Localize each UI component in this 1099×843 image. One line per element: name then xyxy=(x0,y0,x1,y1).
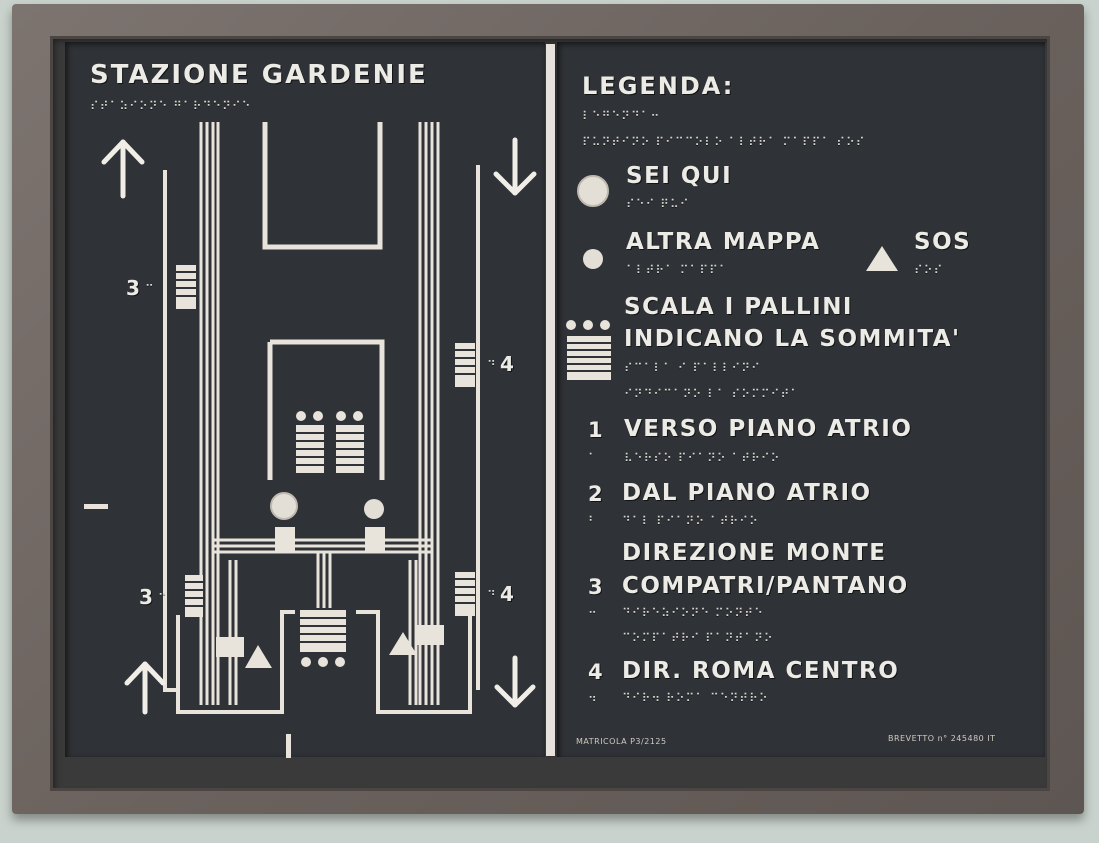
legend-verso-piano-atrio: VERSO PIANO ATRIO xyxy=(624,416,913,442)
map-label-3-top-braille: ⠒ xyxy=(145,279,155,293)
legend-num-1-braille: ⠁ xyxy=(588,451,598,465)
legend-scala-line1: SCALA I PALLINI xyxy=(624,294,853,320)
legend-braille-2: ⠏⠥⠝⠞⠊⠝⠕ ⠏⠊⠉⠉⠕⠇⠕ ⠁⠇⠞⠗⠁ ⠍⠁⠏⠏⠁ ⠎⠕⠎ xyxy=(582,135,866,149)
footer-brevetto: BREVETTO n° 245480 IT xyxy=(888,734,996,743)
legend-num-4-braille: ⠲ xyxy=(588,691,598,705)
map-label-4-bottom-braille: ⠲ xyxy=(487,585,497,599)
legend-direzione-line2: COMPATRI/PANTANO xyxy=(622,573,909,599)
legend-direzione-braille-2: ⠉⠕⠍⠏⠁⠞⠗⠊ ⠏⠁⠝⠞⠁⠝⠕ xyxy=(622,631,774,645)
legend-num-2-braille: ⠃ xyxy=(588,514,598,528)
legend-braille-1: ⠇⠑⠛⠑⠝⠙⠁⠒ xyxy=(582,109,661,123)
map-label-3-bottom-braille: ⠒ xyxy=(158,588,168,602)
station-title-braille: ⠎⠞⠁⠵⠊⠕⠝⠑ ⠛⠁⠗⠙⠑⠝⠊⠑ xyxy=(90,99,252,113)
legend-sei-qui: SEI QUI xyxy=(626,163,733,189)
arrow-up-bottom-left-icon xyxy=(124,661,166,715)
footer-matricola: MATRICOLA P3/2125 xyxy=(576,737,667,746)
map-label-4-bottom: 4 xyxy=(500,582,514,606)
legend-direzione-line1: DIREZIONE MONTE xyxy=(622,540,887,566)
legend-dal-braille: ⠙⠁⠇ ⠏⠊⠁⠝⠕ ⠁⠞⠗⠊⠕ xyxy=(622,514,759,528)
you-are-here-marker xyxy=(270,492,298,520)
legend-scala-braille-2: ⠊⠝⠙⠊⠉⠁⠝⠕ ⠇⠁ ⠎⠕⠍⠍⠊⠞⠁ xyxy=(624,387,801,401)
arrow-down-top-right-icon xyxy=(493,137,537,196)
other-map-marker xyxy=(364,499,384,519)
legend-dal-piano-atrio: DAL PIANO ATRIO xyxy=(622,480,872,506)
legend-title: LEGENDA: xyxy=(582,72,735,100)
legend-sei-qui-braille: ⠎⠑⠊ ⠟⠥⠊ xyxy=(626,197,690,211)
legend-dir-roma-centro: DIR. ROMA CENTRO xyxy=(622,658,900,684)
map-label-3-top: 3 xyxy=(126,276,140,300)
legend-panel xyxy=(557,42,1045,757)
legend-sos: SOS xyxy=(914,229,972,255)
legend-direzione-braille-1: ⠙⠊⠗⠑⠵⠊⠕⠝⠑ ⠍⠕⠝⠞⠑ xyxy=(622,606,764,620)
map-label-3-bottom: 3 xyxy=(139,585,153,609)
station-title: STAZIONE GARDENIE xyxy=(90,60,428,90)
map-label-4-top-braille: ⠲ xyxy=(487,355,497,369)
legend-scala-braille-1: ⠎⠉⠁⠇⠁ ⠊ ⠏⠁⠇⠇⠊⠝⠊ xyxy=(624,361,761,375)
sos-marker-right xyxy=(389,632,417,655)
sos-marker-left xyxy=(245,645,272,668)
legend-num-3: 3 xyxy=(588,575,603,599)
arrow-up-top-left-icon xyxy=(101,139,145,199)
legend-num-3-braille: ⠒ xyxy=(588,606,598,620)
scala-icon xyxy=(566,320,611,380)
map-label-4-top: 4 xyxy=(500,352,514,376)
legend-altra-mappa-braille: ⠁⠇⠞⠗⠁ ⠍⠁⠏⠏⠁ xyxy=(626,263,729,277)
sei-qui-icon xyxy=(577,175,609,207)
legend-num-4: 4 xyxy=(588,660,603,684)
legend-roma-braille: ⠙⠊⠗⠲ ⠗⠕⠍⠁ ⠉⠑⠝⠞⠗⠕ xyxy=(622,691,769,705)
panel-divider xyxy=(546,44,555,756)
altra-mappa-icon xyxy=(583,249,603,269)
arrow-down-bottom-right-icon xyxy=(494,655,536,708)
legend-num-1: 1 xyxy=(588,418,603,442)
legend-scala-line2: INDICANO LA SOMMITA' xyxy=(624,326,961,352)
sos-icon xyxy=(866,246,898,271)
legend-sos-braille: ⠎⠕⠎ xyxy=(914,263,944,277)
legend-verso-braille: ⠧⠑⠗⠎⠕ ⠏⠊⠁⠝⠕ ⠁⠞⠗⠊⠕ xyxy=(624,451,781,465)
legend-num-2: 2 xyxy=(588,482,603,506)
legend-altra-mappa: ALTRA MAPPA xyxy=(626,229,821,255)
